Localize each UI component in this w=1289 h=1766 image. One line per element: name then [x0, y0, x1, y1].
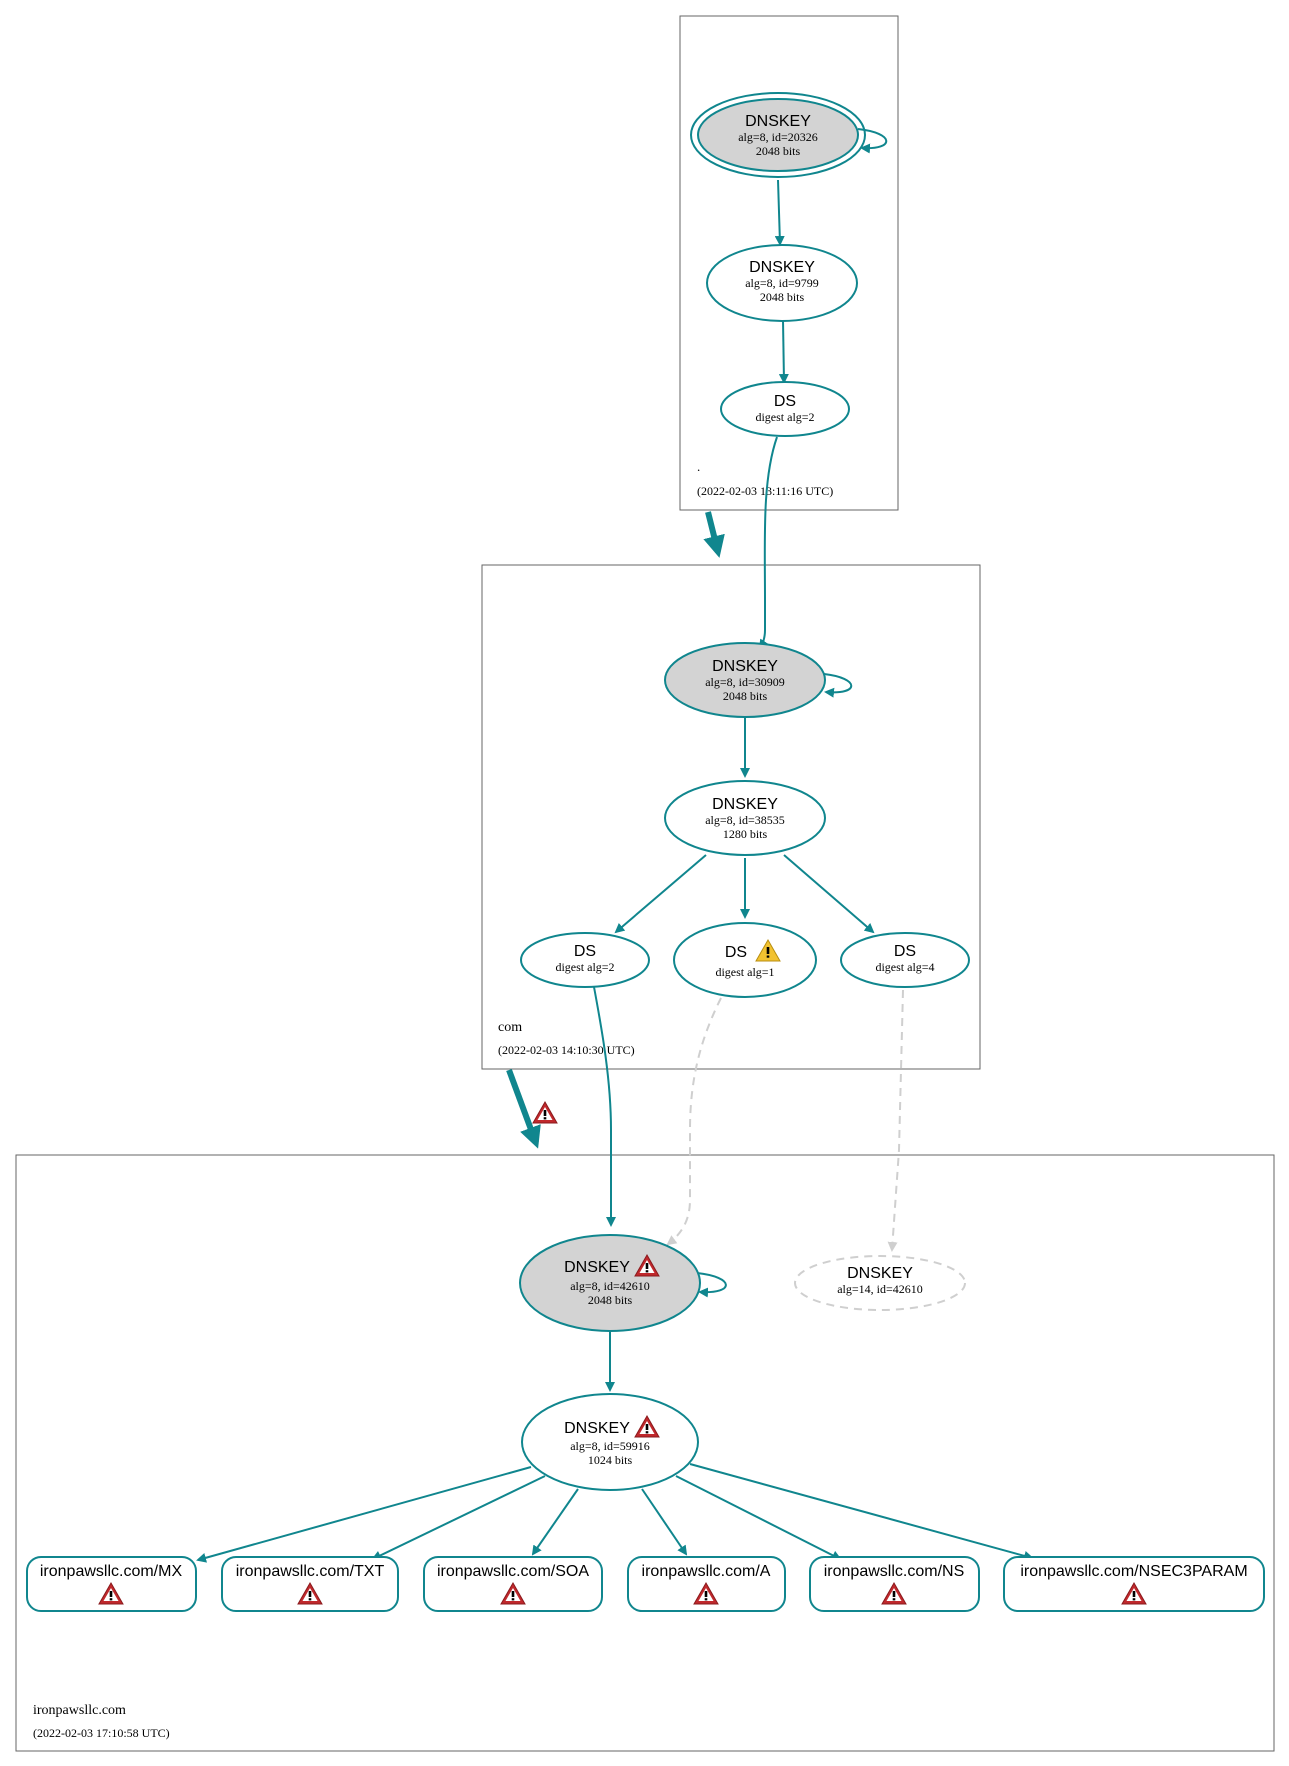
node-com-ds2-title: DS [574, 943, 596, 960]
node-com-zsk-title: DNSKEY [712, 796, 778, 813]
edge-ip-zsk-nsec3param [689, 1463, 1034, 1561]
node-ip-ksk[interactable]: DNSKEY alg=8, id=42610 2048 bits [519, 1234, 701, 1332]
node-com-ds4-digest: digest alg=4 [875, 960, 934, 974]
rrset-nsec3param-label: ironpawsllc.com/NSEC3PARAM [1020, 1563, 1247, 1580]
node-ip-ksk-bits: 2048 bits [588, 1293, 633, 1307]
node-com-ds4[interactable]: DS digest alg=4 [840, 932, 970, 988]
node-com-zsk-bits: 1280 bits [723, 827, 768, 841]
rrset-ns[interactable]: ironpawsllc.com/NS [809, 1556, 980, 1612]
zone-root-box [679, 15, 899, 511]
zone-ironpawsllc-box [15, 1154, 1275, 1752]
node-root-ds-digest: digest alg=2 [755, 410, 814, 424]
node-root-zsk-alg: alg=8, id=9799 [745, 276, 819, 290]
zone-ironpawsllc-timestamp: (2022-02-03 17:10:58 UTC) [33, 1726, 170, 1740]
node-ip-zsk-title: DNSKEY [564, 1420, 630, 1437]
edge-com-ds1-ip-ksk [666, 997, 722, 1246]
edge-com-ksk-self [823, 673, 853, 698]
node-ip-zsk[interactable]: DNSKEY alg=8, id=59916 1024 bits [521, 1393, 699, 1491]
edge-com-ds2-ip-ksk [593, 986, 616, 1227]
node-com-ds2-digest: digest alg=2 [555, 960, 614, 974]
delegation-error-icon [532, 1101, 558, 1124]
rrset-a-label: ironpawsllc.com/A [642, 1563, 771, 1580]
node-com-ksk[interactable]: DNSKEY alg=8, id=30909 2048 bits [664, 642, 826, 718]
node-ip-missing-title: DNSKEY [847, 1265, 913, 1282]
node-root-ksk[interactable]: DNSKEY alg=8, id=20326 2048 bits [690, 92, 866, 178]
node-ip-ksk-alg: alg=8, id=42610 [570, 1279, 650, 1293]
zone-ironpawsllc-name: ironpawsllc.com [33, 1703, 126, 1718]
edge-ip-zsk-ns [675, 1475, 842, 1560]
node-root-ds[interactable]: DS digest alg=2 [720, 381, 850, 437]
edge-root-ds-com-ksk [758, 436, 778, 650]
edge-ip-zsk-soa [531, 1488, 579, 1556]
node-com-ds1-digest: digest alg=1 [715, 965, 774, 979]
delegation-arrow-com-ironpawsllc [506, 1068, 541, 1149]
edge-root-ksk-zsk [774, 179, 785, 246]
edge-root-zsk-ds [778, 319, 789, 384]
rrset-soa[interactable]: ironpawsllc.com/SOA [423, 1556, 603, 1612]
edge-root-ksk-self [857, 128, 888, 154]
rrset-ns-label: ironpawsllc.com/NS [824, 1563, 964, 1580]
node-com-ds1[interactable]: DS digest alg=1 [673, 922, 817, 998]
edge-ip-zsk-mx [196, 1466, 532, 1563]
node-ip-zsk-bits: 1024 bits [588, 1453, 633, 1467]
zone-com-name: com [498, 1020, 522, 1035]
zone-root-name: . [697, 459, 700, 474]
node-com-zsk[interactable]: DNSKEY alg=8, id=38535 1280 bits [664, 780, 826, 856]
node-root-zsk-bits: 2048 bits [760, 290, 805, 304]
edge-ip-zsk-a [641, 1488, 688, 1556]
edge-com-ds4-ip-missing [887, 989, 904, 1252]
zone-com-box [481, 564, 981, 1070]
node-ip-missing-alg: alg=14, id=42610 [837, 1282, 923, 1296]
node-com-ds4-title: DS [894, 943, 916, 960]
node-com-ksk-bits: 2048 bits [723, 689, 768, 703]
node-root-zsk[interactable]: DNSKEY alg=8, id=9799 2048 bits [706, 244, 858, 322]
delegation-arrow-root-com [703, 511, 725, 558]
edge-com-zsk-ds4 [783, 854, 875, 934]
zone-com-timestamp: (2022-02-03 14:10:30 UTC) [498, 1043, 635, 1057]
node-ip-zsk-alg: alg=8, id=59916 [570, 1439, 650, 1453]
rrset-soa-label: ironpawsllc.com/SOA [437, 1563, 589, 1580]
node-com-ksk-alg: alg=8, id=30909 [705, 675, 785, 689]
node-com-zsk-alg: alg=8, id=38535 [705, 813, 785, 827]
node-ip-ksk-title: DNSKEY [564, 1259, 630, 1276]
rrset-nsec3param[interactable]: ironpawsllc.com/NSEC3PARAM [1003, 1556, 1265, 1612]
edge-ip-zsk-txt [371, 1475, 546, 1561]
node-com-ds2[interactable]: DS digest alg=2 [520, 932, 650, 988]
zone-root-timestamp: (2022-02-03 13:11:16 UTC) [697, 484, 833, 498]
node-root-ds-title: DS [774, 393, 796, 410]
node-root-ksk-alg: alg=8, id=20326 [738, 130, 818, 144]
rrset-mx-label: ironpawsllc.com/MX [40, 1563, 183, 1580]
rrset-txt[interactable]: ironpawsllc.com/TXT [221, 1556, 399, 1612]
node-ip-missing[interactable]: DNSKEY alg=14, id=42610 [794, 1255, 966, 1311]
node-com-ds1-title: DS [725, 944, 747, 961]
node-root-ksk-title: DNSKEY [745, 113, 811, 130]
rrset-mx[interactable]: ironpawsllc.com/MX [26, 1556, 197, 1612]
rrset-a[interactable]: ironpawsllc.com/A [627, 1556, 786, 1612]
node-root-zsk-title: DNSKEY [749, 259, 815, 276]
rrset-txt-label: ironpawsllc.com/TXT [236, 1563, 385, 1580]
edge-ip-ksk-self [696, 1272, 727, 1298]
edge-com-zsk-ds2 [614, 854, 707, 934]
node-com-ksk-title: DNSKEY [712, 658, 778, 675]
node-root-ksk-bits: 2048 bits [756, 144, 801, 158]
